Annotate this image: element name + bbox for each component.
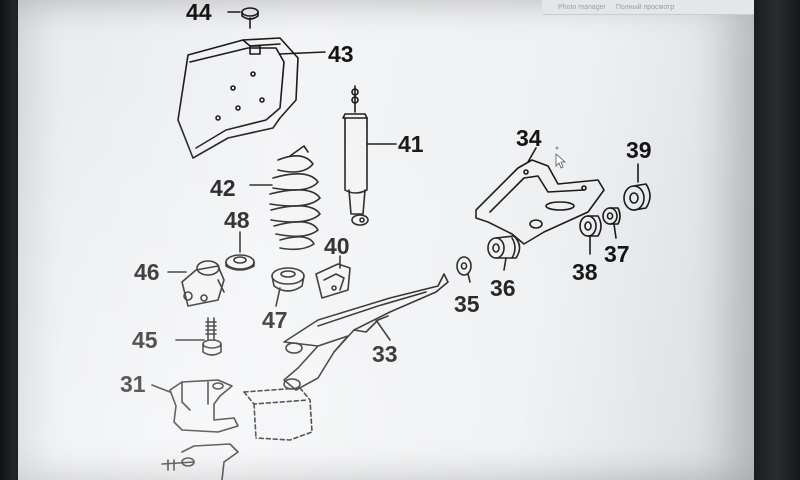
callout-35: 35 [454, 291, 480, 317]
part-31-seat [169, 379, 239, 433]
part-41-shock-absorber [342, 85, 369, 226]
monitor-bezel-right [754, 0, 800, 480]
part-42-coil-spring [269, 145, 321, 251]
callout-34: 34 [516, 125, 542, 151]
part-45-stud [202, 317, 222, 356]
mouse-pointer-icon [555, 146, 567, 169]
callout-36: 36 [490, 275, 516, 301]
callout-37: 37 [604, 241, 630, 267]
callout-38: 38 [572, 259, 598, 285]
callout-33: 33 [372, 341, 398, 367]
callout-41: 41 [398, 131, 424, 157]
callout-43: 43 [328, 41, 354, 67]
callout-44: 44 [186, 0, 212, 25]
callout-46: 46 [134, 259, 160, 285]
monitor-bezel-left [0, 0, 22, 480]
callout-48: 48 [224, 207, 250, 233]
part-48-washer [225, 254, 255, 271]
part-36-bushing [487, 235, 521, 259]
bookmark-photo-manager[interactable]: Photo manager [558, 3, 606, 11]
callout-45: 45 [132, 327, 158, 353]
part-44-bolt [241, 7, 259, 29]
part-40-bracket [315, 263, 351, 299]
part-39-bushing [623, 183, 651, 211]
part-38-bushing [579, 215, 602, 237]
part-35-washer [456, 256, 472, 276]
part-34-bracket-plate [475, 159, 605, 245]
part-bottom-partial [161, 443, 239, 480]
part-46-mount [181, 260, 225, 307]
part-31-dashed-outline [243, 387, 313, 441]
callout-47: 47 [262, 307, 288, 333]
bookmark-full-view[interactable]: Полный просмотр [615, 3, 675, 11]
part-47-pad [271, 267, 305, 292]
callout-31: 31 [120, 371, 146, 397]
callout-40: 40 [324, 233, 350, 259]
callout-39: 39 [626, 137, 652, 163]
monitor-screen: Photo manager Полный просмотр [18, 0, 758, 480]
browser-bookmarks-bar: Photo manager Полный просмотр [542, 0, 758, 15]
parts-diagram: 44 43 41 42 48 40 46 47 45 33 31 34 39 3… [120, 0, 652, 480]
part-33-control-arm [283, 273, 449, 391]
callout-42: 42 [210, 175, 236, 201]
part-37-washer [602, 207, 621, 225]
part-43-bracket [177, 37, 299, 159]
